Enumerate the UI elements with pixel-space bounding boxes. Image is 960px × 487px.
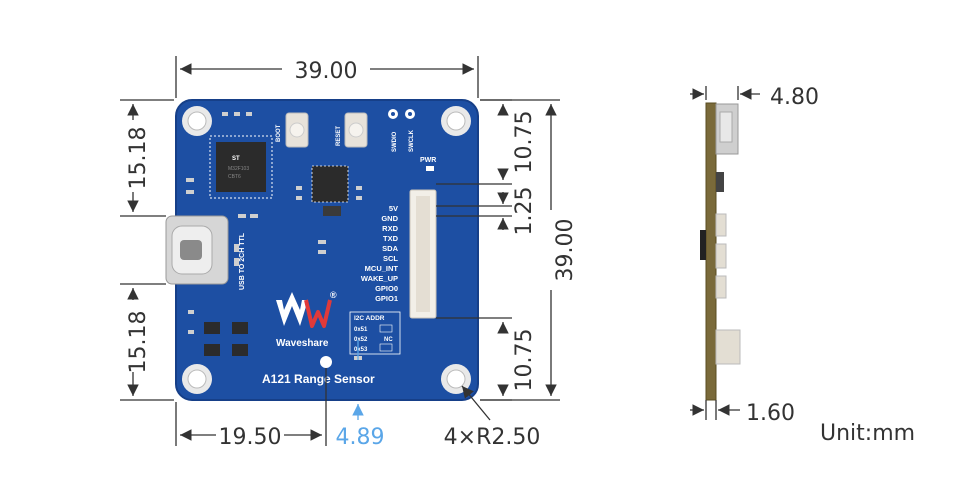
dim-right-top: 10.75	[512, 111, 537, 174]
i2c-row: 0x53	[354, 347, 368, 353]
side-dimension-lines	[690, 86, 760, 420]
pwr-led	[426, 166, 434, 171]
pin-label: TXD	[383, 234, 399, 243]
mounting-hole-br	[441, 364, 471, 394]
pin-labels: 5V GND RXD TXD SDA SCL MCU_INT WAKE_UP G…	[361, 204, 399, 303]
mcu-chip: ST M32F103 CBT6	[209, 135, 273, 199]
dim-left-bottom: 15.18	[126, 311, 151, 374]
i2c-addr-table: I2C ADDR 0x51 0x52 0x53 NC	[349, 311, 401, 355]
pin-label: SCL	[383, 254, 398, 263]
pin-label: WAKE_UP	[361, 274, 398, 283]
unit-label: Unit:mm	[820, 421, 915, 446]
reset-label: RESET	[336, 126, 342, 146]
transistors	[204, 322, 248, 356]
i2c-nc: NC	[384, 337, 393, 343]
usb-label: USB TO 2CH TTL	[239, 232, 246, 290]
svg-text:ST: ST	[232, 156, 240, 162]
pin-label: SDA	[382, 244, 398, 253]
i2c-row: 0x52	[354, 337, 368, 343]
dimension-lines	[120, 56, 560, 446]
dim-hole-radius: 4×R2.50	[444, 425, 541, 450]
dim-bottom-offset: 19.50	[219, 425, 282, 450]
reset-button: RESET	[336, 112, 368, 148]
pin-label: RXD	[382, 224, 398, 233]
svg-text:CBT6: CBT6	[228, 174, 241, 180]
crystal	[323, 206, 341, 216]
i2c-row: 0x51	[354, 327, 368, 333]
dim-right-bottom: 10.75	[512, 329, 537, 392]
pcb-board: ST M32F103 CBT6 BOOT RESET SWDIO SWCLK P…	[165, 99, 479, 401]
boot-label: BOOT	[276, 124, 282, 142]
sensor-window	[320, 356, 332, 368]
mounting-hole-tl	[182, 106, 212, 136]
pin-header-connector	[409, 189, 437, 319]
pin-label: 5V	[389, 204, 398, 213]
dim-right-pitch: 1.25	[512, 187, 537, 236]
dim-left-top: 15.18	[126, 127, 151, 190]
dim-right-height: 39.00	[553, 219, 578, 282]
swd-pads: SWDIO SWCLK	[388, 109, 415, 152]
pwr-label: PWR	[420, 157, 436, 164]
dim-bottom-blue: 4.89	[336, 425, 385, 450]
dim-side-top: 4.80	[770, 85, 819, 110]
pin-label: GPIO0	[375, 284, 398, 293]
brand-label: Waveshare	[276, 338, 329, 349]
registered-mark: ®	[330, 290, 337, 300]
svg-text:M32F103: M32F103	[228, 166, 249, 172]
swdio-label: SWDIO	[392, 131, 398, 152]
mounting-hole-bl	[182, 364, 212, 394]
waveshare-logo: ® Waveshare	[276, 290, 337, 349]
pin-label: GPIO1	[375, 294, 398, 303]
i2c-title: I2C ADDR	[354, 315, 385, 322]
pin-label: GND	[381, 214, 398, 223]
dim-side-bottom: 1.60	[746, 401, 795, 426]
pin-label: MCU_INT	[365, 264, 399, 273]
side-view	[700, 102, 741, 401]
boot-button: BOOT	[276, 112, 309, 148]
swclk-label: SWCLK	[409, 129, 415, 152]
dim-top-width: 39.00	[295, 59, 358, 84]
usb-c-connector	[165, 215, 229, 285]
mounting-hole-tr	[441, 106, 471, 136]
usb-bridge-chip	[311, 165, 349, 203]
board-title: A121 Range Sensor	[262, 372, 375, 386]
passives	[186, 112, 362, 334]
